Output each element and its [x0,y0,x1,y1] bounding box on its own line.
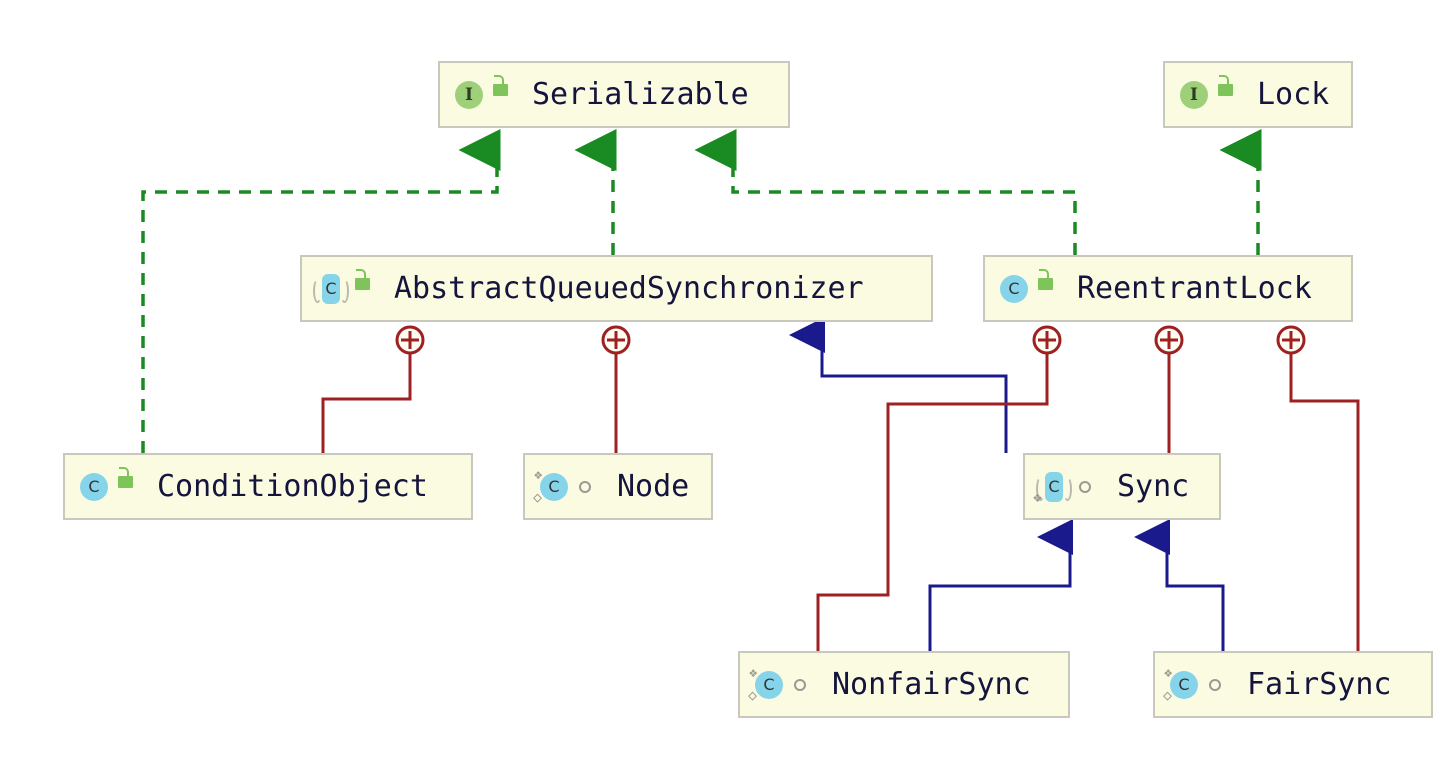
open-padlock-icon [1035,268,1061,306]
node-label: ReentrantLock [1077,270,1312,306]
uml-node-fair-sync[interactable]: C ❖ ◇ FairSync [1153,651,1433,718]
node-label: Node [617,468,690,504]
open-padlock-icon [1215,74,1241,112]
node-label: Lock [1257,76,1330,112]
uml-node-abstract-queued-synchronizer[interactable]: C AbstractQueuedSynchronizer [300,255,933,322]
package-circle-icon [790,668,816,702]
package-circle-icon [575,470,601,504]
interface-icon: I [452,78,486,112]
node-label: Serializable [532,76,749,112]
node-label: NonfairSync [832,666,1031,702]
static-class-icon: C ❖ ◇ [533,468,571,505]
edge-nonfair-sync-extends-sync [928,519,1073,651]
edge-fair-sync-extends-sync [1134,519,1225,651]
class-icon: C [997,272,1031,306]
edge-reentrant-lock-contains-fair-sync [1276,325,1360,651]
uml-node-serializable[interactable]: I Serializable [438,61,790,128]
open-padlock-icon [352,268,378,306]
abstract-class-icon: C [313,272,349,306]
interface-icon: I [1177,78,1211,112]
node-label: FairSync [1247,666,1392,702]
edge-aqs-contains-node [601,325,631,453]
package-circle-icon [1205,668,1231,702]
open-padlock-icon [490,74,516,112]
uml-node-reentrant-lock[interactable]: C ReentrantLock [983,255,1353,322]
uml-node-node[interactable]: C ❖ ◇ Node [523,453,713,520]
node-label: ConditionObject [157,468,428,504]
uml-node-lock[interactable]: I Lock [1163,61,1353,128]
edge-reentrant-lock-contains-sync [1154,325,1184,453]
static-class-icon: C ❖ ◇ [748,666,786,703]
edge-sync-extends-aqs [789,317,1008,453]
uml-node-condition-object[interactable]: C ConditionObject [63,453,473,520]
edge-aqs-contains-condition-object [321,325,425,453]
class-icon: C [77,470,111,504]
edge-reentrant-lock-implements-serializable [694,129,1077,255]
uml-node-sync[interactable]: C ❖ Sync [1023,453,1221,520]
abstract-static-class-icon: C ❖ [1033,470,1072,505]
static-class-icon: C ❖ ◇ [1163,666,1201,703]
node-label: AbstractQueuedSynchronizer [394,270,864,306]
node-label: Sync [1117,468,1190,504]
package-circle-icon [1075,470,1101,504]
open-padlock-icon [115,466,141,504]
uml-node-nonfair-sync[interactable]: C ❖ ◇ NonfairSync [738,651,1070,718]
